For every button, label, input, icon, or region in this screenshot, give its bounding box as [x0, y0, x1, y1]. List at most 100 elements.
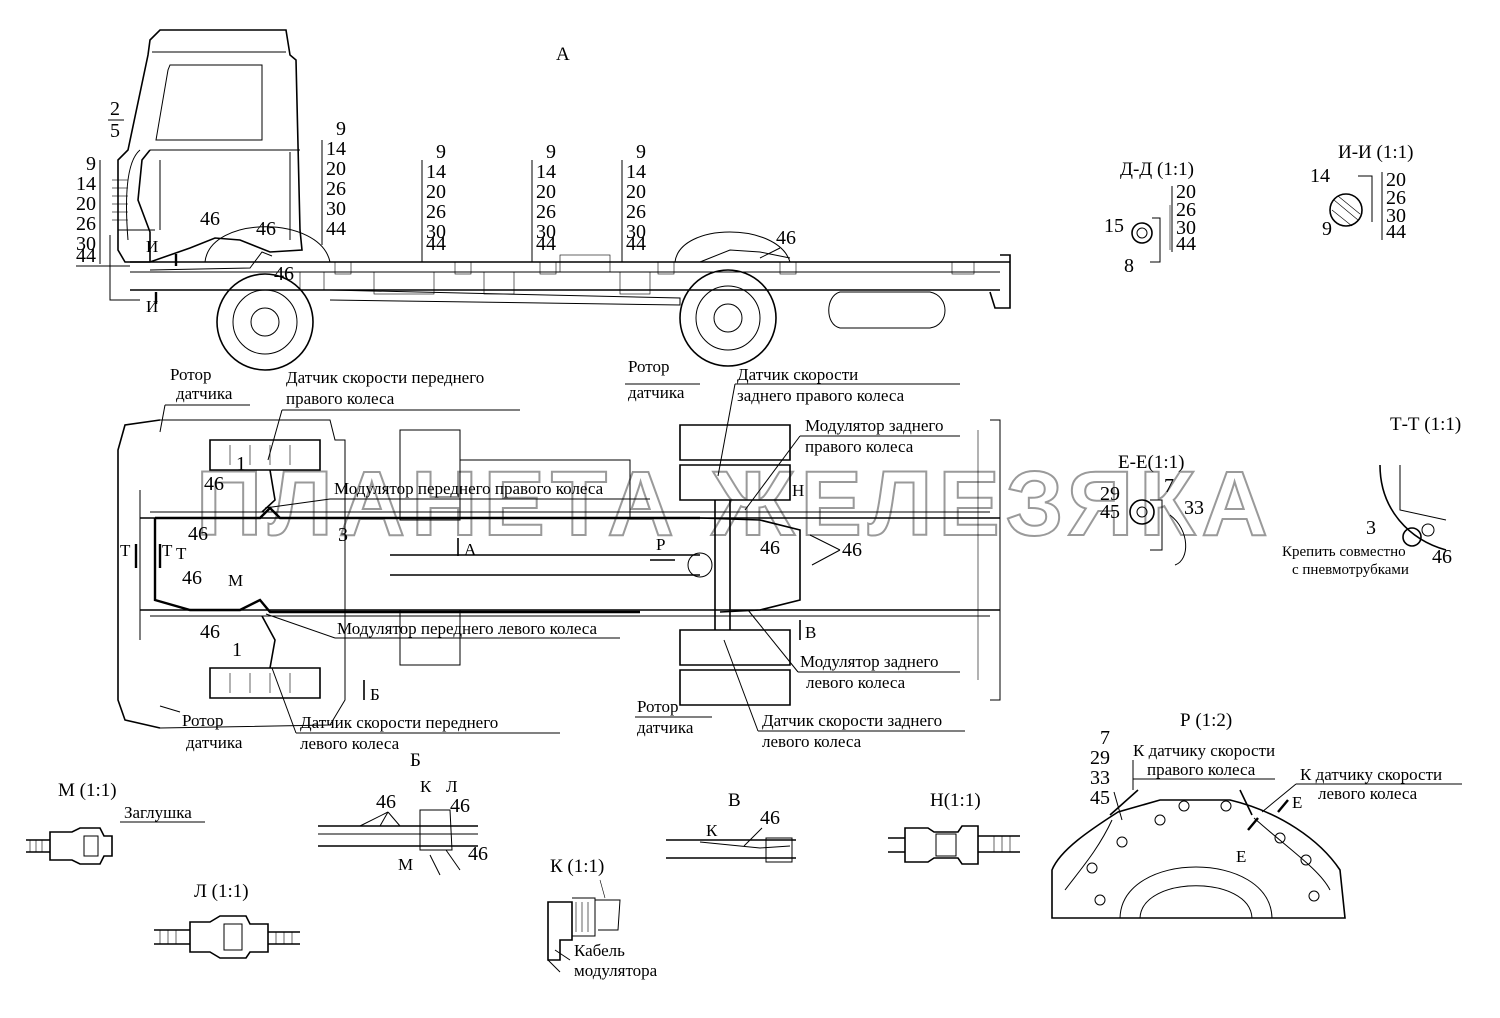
mark-46: 46 [376, 791, 396, 813]
side-view-truck: А [76, 29, 1011, 371]
mark-e: Е [1292, 793, 1302, 812]
section-mark-i: И [146, 237, 158, 256]
front-left-sensor-label: левого колеса [300, 734, 400, 753]
mark-46: 46 [760, 807, 780, 829]
mark-46: 46 [776, 227, 796, 249]
side-stack-front: 9 14 20 26 30 44 [76, 153, 130, 267]
stack-item: 9 [86, 153, 96, 175]
mark-1: 1 [232, 639, 242, 661]
side-stack-2: 9 14 20 26 30 44 [421, 141, 446, 262]
section-ee: Е-Е(1:1) 29 45 7 33 [1100, 452, 1204, 566]
to-right-sensor-label: К датчику скорости [1133, 741, 1275, 760]
rear-right-sensor-label: Датчик скорости [737, 365, 858, 384]
detail-r-axle: Р (1:2) 7 29 33 45 К датчику скорости пр… [1051, 710, 1462, 919]
cable-label-line2: модулятора [574, 961, 658, 980]
mark-46: 46 [842, 539, 862, 561]
rotor-label-line2: датчика [176, 384, 233, 403]
to-left-sensor-label: левого колеса [1318, 784, 1418, 803]
stack-item: 20 [426, 181, 446, 203]
front-left-sensor-label: Датчик скорости переднего [300, 713, 498, 732]
stack-item: 44 [326, 218, 346, 240]
rear-left-mod-label: Модулятор заднего [800, 652, 938, 671]
front-left-mod-label: Модулятор переднего левого колеса [337, 619, 598, 638]
rear-left-mod-label: левого колеса [806, 673, 906, 692]
rotor-label-line1: Ротор [637, 697, 679, 716]
to-left-sensor-label: К датчику скорости [1300, 765, 1442, 784]
front-right-mod-label: Модулятор переднего правого колеса [334, 479, 604, 498]
mark-t: Т [162, 541, 173, 560]
mark-46: 46 [188, 523, 208, 545]
stack-item: 26 [426, 201, 446, 223]
stack-item: 30 [536, 221, 556, 243]
section-ee-title: Е-Е(1:1) [1118, 452, 1184, 473]
stack-item: 45 [1090, 787, 1110, 809]
stack-item: 30 [626, 221, 646, 243]
detail-n-connector: Н(1:1) [888, 790, 1020, 865]
rotor-label-line2: датчика [637, 718, 694, 737]
plug-label: Заглушка [124, 803, 192, 822]
side-stack-4: 9 14 20 26 30 44 [621, 141, 646, 262]
rear-right-sensor-label: заднего правого колеса [737, 386, 905, 405]
stack-item: 20 [536, 181, 556, 203]
detail-b-title: Б [410, 750, 421, 771]
stack-item: 9 [636, 141, 646, 163]
mark-1: 1 [236, 453, 246, 475]
watermark-text: ПЛАНЕТА ЖЕЛЕЗЯКА [196, 453, 1274, 555]
mark-h: Н [792, 481, 804, 500]
detail-k-title: К (1:1) [550, 856, 604, 877]
side-stack-3: 9 14 20 26 30 44 [531, 141, 556, 262]
stack-item: 14 [626, 161, 646, 183]
section-tt: Т-Т (1:1) 3 46 Крепить совместно с пневм… [1282, 414, 1461, 578]
mark-46: 46 [274, 263, 294, 285]
view-a-title: А [556, 44, 570, 65]
detail-r-title: Р (1:2) [1180, 710, 1232, 731]
stack-item: 33 [1090, 767, 1110, 789]
mark-29: 29 [1100, 483, 1120, 505]
top-view-chassis: Ротор датчика Датчик скорости переднего … [117, 357, 1001, 753]
mark-46: 46 [450, 795, 470, 817]
to-right-sensor-label: правого колеса [1147, 760, 1256, 779]
section-ii: И-И (1:1) 14 9 20 26 30 44 [1310, 142, 1413, 243]
section-dd-title: Д-Д (1:1) [1120, 159, 1194, 180]
front-right-sensor-label: правого колеса [286, 389, 395, 408]
mark-45: 45 [1100, 501, 1120, 523]
detail-v: В К 46 [666, 790, 796, 863]
fix-note-line1: Крепить совместно [1282, 544, 1406, 560]
stack-item: 26 [326, 178, 346, 200]
stack-item: 26 [1176, 199, 1196, 221]
mark-15: 15 [1104, 215, 1124, 237]
mark-46: 46 [204, 473, 224, 495]
mark-p: Р [656, 535, 665, 554]
detail-m-title: М (1:1) [58, 780, 117, 801]
mark-k: К [706, 821, 718, 840]
stack-item: 20 [1176, 181, 1196, 203]
stack-item: 20 [326, 158, 346, 180]
fix-note-line2: с пневмотрубками [1292, 562, 1409, 578]
stack-item: 30 [1386, 205, 1406, 227]
stack-item: 30 [1176, 217, 1196, 239]
detail-n-title: Н(1:1) [930, 790, 981, 811]
mark-46: 46 [1432, 546, 1452, 568]
stack-item: 14 [326, 138, 346, 160]
rear-left-sensor-label: Датчик скорости заднего [762, 711, 942, 730]
stack-item: 26 [626, 201, 646, 223]
detail-v-title: В [728, 790, 741, 811]
mark-a: А [464, 540, 477, 559]
mark-14: 14 [1310, 165, 1330, 187]
rotor-label-line1: Ротор [628, 357, 670, 376]
mark-46: 46 [200, 621, 220, 643]
stack-item: 44 [626, 233, 646, 255]
stack-item: 44 [536, 233, 556, 255]
detail-m-plug: М (1:1) Заглушка [26, 780, 205, 865]
stack-item: 14 [76, 173, 96, 195]
front-right-sensor-label: Датчик скорости переднего [286, 368, 484, 387]
stack-item: 44 [1176, 233, 1196, 255]
rear-left-sensor-label: левого колеса [762, 732, 862, 751]
mark-3: 3 [338, 524, 348, 546]
rear-right-mod-label: правого колеса [805, 437, 914, 456]
detail-l-title: Л (1:1) [194, 881, 249, 902]
mark-33: 33 [1184, 497, 1204, 519]
mark-t: Т [176, 544, 187, 563]
mark-46: 46 [182, 567, 202, 589]
mark-46: 46 [256, 218, 276, 240]
